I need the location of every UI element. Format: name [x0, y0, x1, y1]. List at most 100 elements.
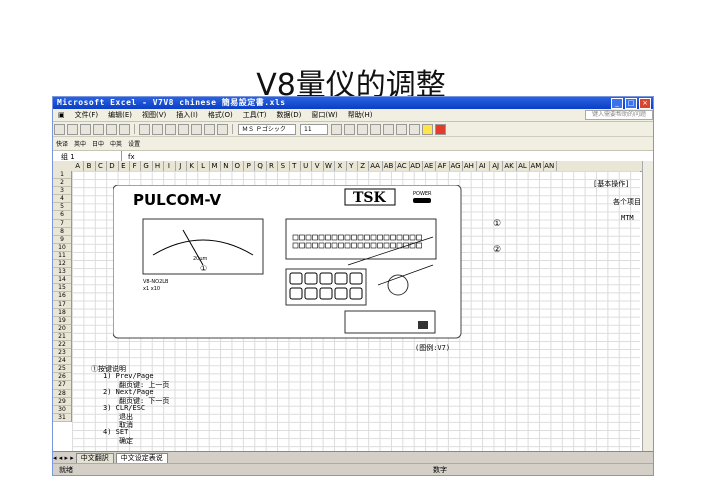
column-header[interactable]: J — [175, 161, 187, 171]
print-icon[interactable] — [93, 123, 104, 135]
column-header[interactable]: AC — [395, 161, 410, 171]
column-header[interactable]: X — [334, 161, 347, 171]
row-header[interactable]: 6 — [53, 211, 71, 220]
row-header[interactable]: 2 — [53, 179, 71, 188]
en-zh-button[interactable]: 英中 — [74, 141, 87, 148]
menu-data[interactable]: 数据(D) — [276, 111, 302, 119]
column-header[interactable]: AI — [476, 161, 490, 171]
menu-edit[interactable]: 编辑(E) — [108, 111, 133, 119]
align-center-icon[interactable] — [383, 123, 394, 135]
column-header[interactable]: B — [83, 161, 96, 171]
align-left-icon[interactable] — [370, 123, 381, 135]
column-header[interactable]: AH — [462, 161, 477, 171]
maximize-icon[interactable]: □ — [625, 97, 637, 109]
column-header[interactable]: Q — [254, 161, 267, 171]
menu-view[interactable]: 视图(V) — [142, 111, 167, 119]
row-header[interactable]: 24 — [53, 357, 71, 366]
menu-insert[interactable]: 插入(I) — [176, 111, 198, 119]
row-header[interactable]: 25 — [53, 365, 71, 374]
row-header[interactable]: 9 — [53, 236, 71, 244]
column-header[interactable]: W — [323, 161, 336, 171]
row-header[interactable]: 31 — [53, 414, 71, 422]
row-header[interactable]: 22 — [53, 341, 71, 350]
italic-icon[interactable] — [344, 123, 355, 135]
column-header[interactable]: AJ — [489, 161, 504, 171]
column-header[interactable]: AL — [516, 161, 531, 171]
save-icon[interactable] — [80, 123, 91, 135]
spell-icon[interactable] — [119, 123, 130, 135]
row-header[interactable]: 1 — [53, 171, 71, 180]
align-right-icon[interactable] — [396, 123, 407, 135]
row-header[interactable]: 26 — [53, 373, 71, 382]
paste-icon[interactable] — [165, 123, 176, 135]
column-header[interactable]: F — [129, 161, 142, 171]
undo-icon[interactable] — [178, 123, 189, 135]
menu-format[interactable]: 格式(O) — [207, 111, 233, 119]
column-header[interactable]: K — [186, 161, 199, 171]
fx-icon[interactable]: fx — [128, 153, 135, 161]
row-header[interactable]: 28 — [53, 390, 71, 398]
settings-button[interactable]: 设置 — [128, 141, 141, 148]
name-box[interactable]: 组 1 — [53, 151, 122, 163]
column-header[interactable]: R — [266, 161, 279, 171]
column-header[interactable]: T — [289, 161, 301, 171]
row-header[interactable]: 14 — [53, 276, 71, 285]
row-header[interactable]: 16 — [53, 292, 71, 301]
zh-en-button[interactable]: 中英 — [110, 141, 123, 148]
menu-file[interactable]: 文件(F) — [74, 111, 99, 119]
fill-color-icon[interactable] — [422, 123, 433, 135]
column-header[interactable]: O — [232, 161, 244, 171]
underline-icon[interactable] — [357, 123, 368, 135]
cut-icon[interactable] — [139, 123, 150, 135]
open-icon[interactable] — [67, 123, 78, 135]
column-header[interactable]: M — [209, 161, 222, 171]
column-header[interactable]: AA — [368, 161, 383, 171]
tab-nav-icon[interactable]: ◂ ◂ ▸ ▸ — [53, 454, 74, 462]
copy-icon[interactable] — [152, 123, 163, 135]
column-header[interactable]: H — [152, 161, 165, 171]
column-header[interactable]: A — [72, 161, 85, 171]
font-name-select[interactable]: ＭＳ Ｐゴシック — [238, 123, 296, 135]
row-header[interactable]: 29 — [53, 398, 71, 406]
row-header[interactable]: 15 — [53, 284, 71, 293]
bold-icon[interactable] — [331, 123, 342, 135]
sheet-tab-0[interactable]: 中文翻訳 — [75, 452, 114, 464]
column-header[interactable]: AF — [435, 161, 450, 171]
sum-icon[interactable] — [191, 123, 202, 135]
row-header[interactable]: 17 — [53, 301, 71, 309]
column-header[interactable]: V — [311, 161, 324, 171]
column-header[interactable]: Z — [357, 161, 370, 171]
sort-icon[interactable] — [204, 123, 215, 135]
column-header[interactable]: AK — [502, 161, 517, 171]
font-color-icon[interactable] — [435, 123, 446, 135]
row-header[interactable]: 12 — [53, 260, 71, 269]
ja-zh-button[interactable]: 日中 — [92, 141, 105, 148]
row-header[interactable]: 8 — [53, 228, 71, 236]
menu-help[interactable]: 帮助(H) — [347, 111, 373, 119]
column-header[interactable]: AB — [382, 161, 397, 171]
menu-window[interactable]: 窗口(W) — [311, 111, 338, 119]
row-header[interactable]: 7 — [53, 220, 71, 228]
row-header[interactable]: 11 — [53, 252, 71, 261]
row-header[interactable]: 21 — [53, 333, 71, 341]
row-header[interactable]: 27 — [53, 381, 71, 390]
column-header[interactable]: E — [118, 161, 130, 171]
column-header[interactable]: L — [197, 161, 210, 171]
menu-tools[interactable]: 工具(T) — [242, 111, 267, 119]
sheet-tab-1[interactable]: 中文设定表说 — [115, 452, 168, 464]
row-header[interactable]: 3 — [53, 187, 71, 196]
help-search-input[interactable]: 键入需要帮助的问题 — [584, 110, 653, 120]
column-header[interactable]: AE — [422, 161, 437, 171]
row-header[interactable]: 5 — [53, 203, 71, 212]
row-header[interactable]: 18 — [53, 309, 71, 317]
column-header[interactable]: Y — [346, 161, 358, 171]
column-header[interactable]: C — [95, 161, 108, 171]
column-header[interactable]: I — [163, 161, 176, 171]
row-header[interactable]: 13 — [53, 268, 71, 277]
vertical-scrollbar[interactable] — [642, 161, 653, 451]
quick-translate-button[interactable]: 快译 — [56, 141, 69, 148]
column-header[interactable]: U — [300, 161, 313, 171]
column-header[interactable]: N — [220, 161, 233, 171]
chart-icon[interactable] — [217, 123, 228, 135]
